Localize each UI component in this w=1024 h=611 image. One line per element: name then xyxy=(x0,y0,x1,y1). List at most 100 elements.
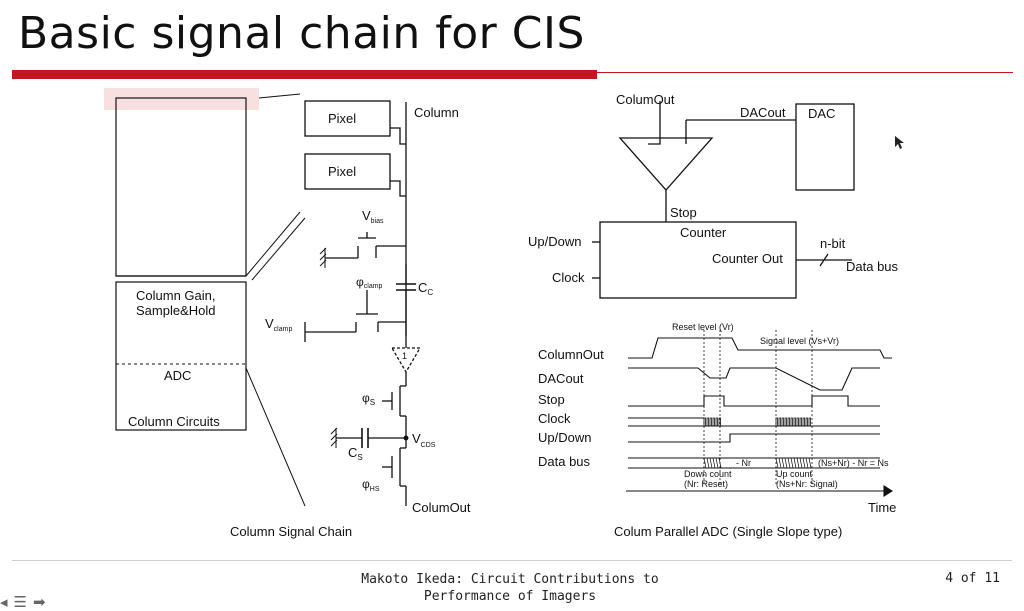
time-axis-label: Time xyxy=(868,500,896,515)
clock-pulse xyxy=(805,417,808,426)
svg-text:CS: CS xyxy=(348,445,363,462)
data-bus-tick xyxy=(793,457,797,469)
data-bus-tick xyxy=(718,457,722,469)
clock-pulse xyxy=(796,417,799,426)
data-bus-tick xyxy=(805,457,809,469)
column-signal-chain xyxy=(304,100,422,506)
phi-clamp-subscript: clamp xyxy=(364,283,383,290)
pixel-label-1: Pixel xyxy=(328,111,356,126)
down-count-label-1: Down count xyxy=(684,469,732,479)
clock-pulse xyxy=(778,417,781,426)
cc-label: C xyxy=(418,280,427,295)
clock-pulse xyxy=(802,417,805,426)
title-rule-thin xyxy=(597,72,1013,73)
dac-out-label: DACout xyxy=(740,105,786,120)
page-number: 4 of 11 xyxy=(945,571,1000,586)
clock-pulses xyxy=(703,417,811,426)
clock-label: Clock xyxy=(552,270,585,285)
data-bus-tick xyxy=(703,457,707,469)
clock-pulse xyxy=(715,417,718,426)
vbias-label: V xyxy=(362,208,371,223)
svg-text:φS: φS xyxy=(362,391,375,407)
pixel-label-2: Pixel xyxy=(328,164,356,179)
adc-caption: Colum Parallel ADC (Single Slope type) xyxy=(614,524,842,539)
svg-text:Vclamp: Vclamp xyxy=(265,316,292,333)
up-count-label-2: (Ns+Nr: Signal) xyxy=(776,479,838,489)
column-label: Column xyxy=(414,105,459,120)
vcds-subscript: CDS xyxy=(421,442,436,449)
stop-label: Stop xyxy=(670,205,697,220)
data-bus-tick xyxy=(787,457,791,469)
timing-signal-databus: Data bus xyxy=(538,454,591,469)
clock-pulse xyxy=(808,417,811,426)
adc-columout-label: ColumOut xyxy=(616,92,675,107)
timing-signal-stop: Stop xyxy=(538,392,565,407)
svg-text:φclamp: φclamp xyxy=(356,275,383,290)
svg-text:Vbias: Vbias xyxy=(362,208,384,225)
vcds-label: V xyxy=(412,431,421,446)
svg-text:VCDS: VCDS xyxy=(412,431,436,449)
buffer-gain-label: 1 xyxy=(402,351,407,361)
data-bus-ticks xyxy=(703,457,812,469)
clock-pulse xyxy=(790,417,793,426)
dac-label: DAC xyxy=(808,106,835,121)
mouse-cursor-icon xyxy=(895,136,904,149)
vclamp-subscript: clamp xyxy=(274,326,293,333)
footer-line-1: Makoto Ikeda: Circuit Contributions to xyxy=(361,572,659,587)
up-down-label: Up/Down xyxy=(528,234,581,249)
timing-signal-clock: Clock xyxy=(538,411,571,426)
data-bus-label: Data bus xyxy=(846,259,899,274)
clock-pulse xyxy=(712,417,715,426)
data-bus-tick xyxy=(778,457,782,469)
gain-block-label-1: Column Gain, xyxy=(136,288,215,303)
up-count-label-1: Up count xyxy=(776,469,813,479)
data-bus-tick xyxy=(799,457,803,469)
counter-label: Counter xyxy=(680,225,727,240)
clock-pulse xyxy=(706,417,709,426)
svg-text:CC: CC xyxy=(418,280,433,297)
data-bus-tick xyxy=(775,457,779,469)
back-arrow-icon[interactable]: ◂ xyxy=(0,593,8,611)
slide-navigation: ◂ ☰ ➡ xyxy=(0,594,46,611)
gain-block-label-2: Sample&Hold xyxy=(136,303,216,318)
cs-label: C xyxy=(348,445,357,460)
phi-hs-subscript: HS xyxy=(370,486,380,493)
data-bus-tick xyxy=(706,457,710,469)
title-rule xyxy=(12,70,597,79)
timing-signal-updown: Up/Down xyxy=(538,430,591,445)
menu-icon[interactable]: ☰ xyxy=(13,593,27,611)
down-count-label-2: (Nr: Reset) xyxy=(684,479,728,489)
clock-pulse xyxy=(703,417,706,426)
timing-signal-dacout: DACout xyxy=(538,371,584,386)
forward-arrow-icon[interactable]: ➡ xyxy=(32,593,46,611)
data-bus-tick xyxy=(808,457,812,469)
adc-block-label: ADC xyxy=(164,368,191,383)
clock-pulse xyxy=(784,417,787,426)
clock-pulse xyxy=(718,417,721,426)
ns-result-label: (Ns+Nr) - Nr = Ns xyxy=(818,458,889,468)
column-array-overview xyxy=(104,88,306,507)
counter-out-label: Counter Out xyxy=(712,251,783,266)
reset-level-label: Reset level (Vr) xyxy=(672,322,734,332)
phi-s-label: φ xyxy=(362,391,370,405)
clock-pulse xyxy=(781,417,784,426)
data-bus-tick xyxy=(712,457,716,469)
single-slope-adc xyxy=(592,101,855,299)
phi-hs-label: φ xyxy=(362,477,370,491)
clock-pulse xyxy=(709,417,712,426)
footer-citation: Makoto Ikeda: Circuit Contributions to P… xyxy=(330,571,690,605)
timing-signal-columnout: ColumnOut xyxy=(538,347,604,362)
footer-rule xyxy=(12,560,1012,561)
timing-diagram xyxy=(626,330,894,497)
clock-pulse xyxy=(793,417,796,426)
data-bus-tick xyxy=(784,457,788,469)
data-bus-tick xyxy=(715,457,719,469)
clock-pulse xyxy=(775,417,778,426)
vbias-subscript: bias xyxy=(371,218,384,225)
minus-nr-label: - Nr xyxy=(736,458,751,468)
phi-s-subscript: S xyxy=(370,398,375,407)
svg-text:φHS: φHS xyxy=(362,477,380,493)
column-circuits-label: Column Circuits xyxy=(128,414,220,429)
cs-subscript: S xyxy=(357,453,362,462)
data-bus-tick xyxy=(709,457,713,469)
